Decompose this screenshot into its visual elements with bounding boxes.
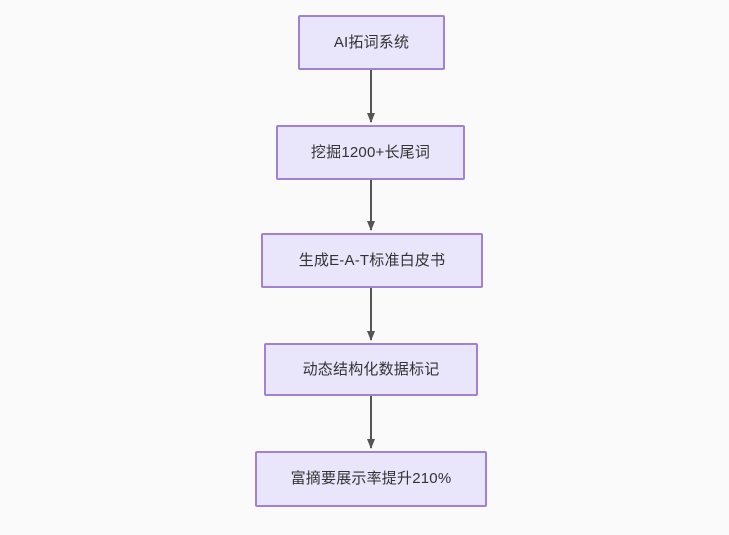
flow-node-mine-longtail-keywords[interactable]: 挖掘1200+长尾词	[276, 125, 465, 180]
flow-node-generate-eat-whitepaper[interactable]: 生成E-A-T标准白皮书	[261, 233, 483, 288]
flow-node-label: 生成E-A-T标准白皮书	[298, 251, 446, 269]
flow-node-label: 挖掘1200+长尾词	[310, 143, 431, 161]
flow-node-ai-keyword-system[interactable]: AI拓词系统	[298, 15, 445, 70]
flow-node-rich-snippet-impression-uplift[interactable]: 富摘要展示率提升210%	[255, 451, 487, 507]
flow-node-dynamic-structured-data-markup[interactable]: 动态结构化数据标记	[264, 343, 478, 396]
flow-node-label: 富摘要展示率提升210%	[290, 470, 452, 487]
flow-node-label: 动态结构化数据标记	[302, 360, 440, 378]
flow-node-label: AI拓词系统	[333, 33, 410, 51]
